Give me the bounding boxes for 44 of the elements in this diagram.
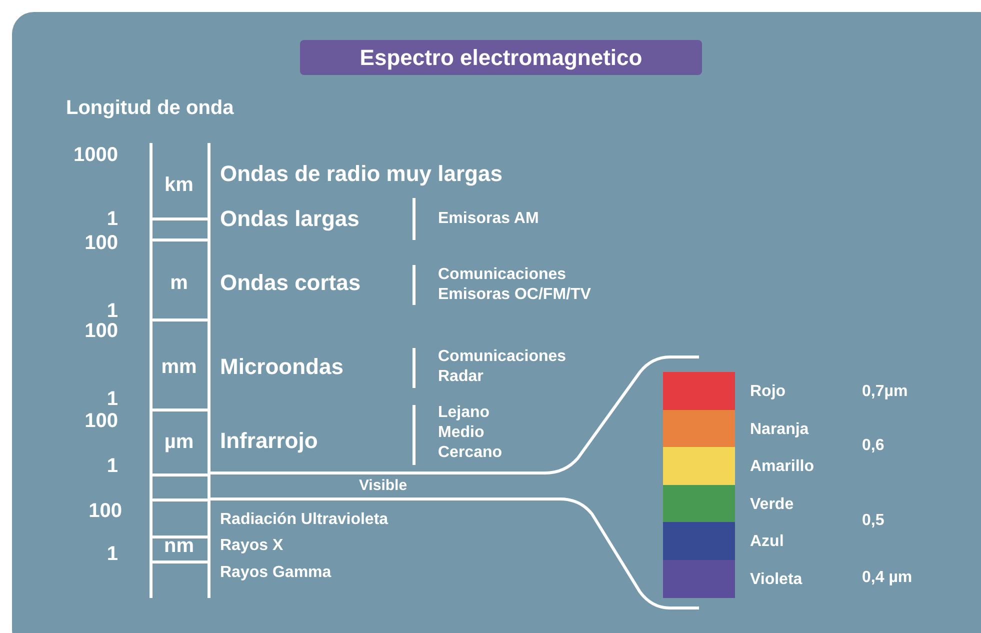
band-name: Microondas	[220, 354, 344, 380]
scale-number: 100	[84, 232, 118, 254]
band-name: Ondas cortas	[220, 270, 361, 296]
use-label: Emisoras OC/FM/TV	[438, 286, 591, 304]
color-name: Azul	[750, 533, 784, 551]
unit-label: nm	[164, 535, 194, 557]
scale-number: 1	[106, 455, 118, 477]
color-name: Amarillo	[750, 458, 814, 476]
band-name: Infrarrojo	[220, 428, 318, 454]
use-label: Cercano	[438, 444, 502, 462]
scale-number: 1	[106, 543, 118, 565]
band-name: Rayos Gamma	[220, 564, 332, 582]
band-name: Visible	[358, 478, 408, 494]
band-name: Ondas largas	[220, 206, 360, 232]
band-name: Radiación Ultravioleta	[220, 511, 388, 529]
unit-label: m	[170, 272, 188, 294]
use-label: Medio	[438, 424, 484, 442]
scale-number: 100	[88, 500, 122, 522]
use-label: Radar	[438, 368, 484, 386]
color-name: Rojo	[750, 383, 786, 401]
scale-number: 1	[106, 208, 118, 230]
wavelength-value: 0,6	[862, 437, 884, 455]
scale-number: 1000	[74, 144, 118, 166]
scale-number: 100	[84, 410, 118, 432]
use-label: Comunicaciones	[438, 348, 566, 366]
color-name: Naranja	[750, 420, 809, 438]
unit-label: km	[164, 174, 194, 196]
unit-label: µm	[164, 431, 194, 453]
use-label: Comunicaciones	[438, 266, 566, 284]
color-name: Violeta	[750, 570, 802, 588]
axis-title: Longitud de onda	[66, 97, 234, 119]
use-label: Lejano	[438, 404, 490, 422]
scale-number: 100	[84, 320, 118, 342]
band-name: Ondas de radio muy largas	[220, 162, 502, 186]
wavelength-value: 0,4 µm	[862, 569, 912, 587]
wavelength-value: 0,7µm	[862, 383, 908, 401]
title-banner: Espectro electromagnetico	[300, 40, 702, 75]
band-name: Rayos X	[220, 537, 284, 555]
use-label: Emisoras AM	[438, 210, 539, 228]
wavelength-value: 0,5	[862, 512, 884, 530]
scale-number: 1	[106, 300, 118, 322]
color-name: Verde	[750, 496, 794, 514]
unit-label: mm	[161, 356, 197, 378]
scale-number: 1	[106, 388, 118, 410]
